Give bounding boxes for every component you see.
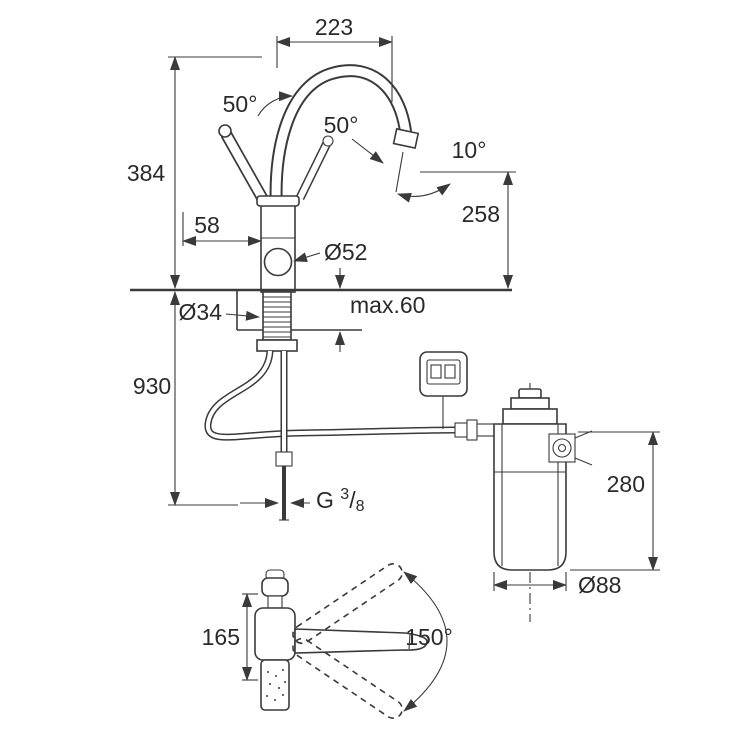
ref-outlet-angle [395,151,404,193]
thread-numerator: 3 [340,486,349,503]
filter-cartridge [454,383,593,622]
dim-label-hose-length: 930 [133,373,171,399]
handle-knob [218,124,232,138]
faucet-handle-alt-fill [297,141,330,200]
filter-hose-fill [205,350,456,440]
arc-swivel [403,571,448,712]
plan-arm-swivel-up [292,562,403,645]
display-digit-right [444,364,456,379]
dimension-annotations: 223 50° 50° 10° 384 58 258 Ø52 Ø34 max.6 [127,14,660,712]
faucet-spout-fill [271,66,411,219]
leader-handle-angle-right [351,138,384,164]
filter-cap [518,388,542,399]
filter-head-upper [510,397,550,410]
hoses [204,350,456,521]
digital-display [419,351,468,429]
faucet-body-cap [256,195,300,207]
arc-outlet-angle [397,183,451,203]
plan-base-stipple [266,669,286,701]
leader-body-diameter [293,252,321,262]
plan-neck [267,595,283,609]
mounting-shank [262,291,292,341]
dim-label-spout-reach: 223 [315,14,353,40]
supply-hose-nut [275,451,293,467]
dim-label-handle-angle-left: 50° [223,91,258,117]
plan-base [260,659,290,711]
faucet-plan-view [254,562,428,720]
dim-label-base-height: 165 [202,624,240,650]
hose-fitting-2 [466,419,478,441]
plan-body [254,607,296,661]
dim-label-handle-offset: 58 [194,212,220,238]
thread-prefix: G [316,487,340,513]
hose-fitting-3 [476,423,495,437]
shank-threads [263,296,291,338]
plan-spout-top [261,577,289,597]
dim-label-thread: G 3/8 [316,486,365,515]
dim-label-body-diameter: Ø52 [324,239,367,265]
handle-alt-knob [322,135,334,147]
dim-label-swivel-angle: 150° [405,624,453,650]
thread-denominator: 8 [356,498,365,515]
dim-label-shank-diameter: Ø34 [179,299,223,325]
dim-label-filter-diameter: Ø88 [578,572,621,598]
leader-shank-diameter [225,310,260,321]
body-collar-circle [263,247,293,277]
display-digit-left [430,364,442,379]
dim-label-deck-thickness: max.60 [350,292,425,318]
dim-label-outlet-height: 258 [462,201,500,227]
faucet-elevation [130,64,512,352]
dim-label-filter-height: 280 [607,471,645,497]
dim-label-height-above-deck: 384 [127,160,166,186]
bracket-arm-bottom [574,457,593,466]
spout-aerator [392,127,420,150]
thread-slash: / [349,487,356,513]
filter-head-lower [502,408,558,425]
mounting-nut [256,339,298,352]
bracket-bolt-inner [557,443,567,453]
filter-body [493,423,567,571]
arc-handle-angle-left [257,91,293,117]
filter-hose-outline [204,350,456,441]
dim-label-outlet-angle: 10° [452,137,487,163]
plan-arm-swivel-down [292,637,403,720]
faucet-handle-fill [222,131,269,206]
hose-fitting-1 [454,422,468,438]
dim-label-handle-angle-right: 50° [324,112,359,138]
